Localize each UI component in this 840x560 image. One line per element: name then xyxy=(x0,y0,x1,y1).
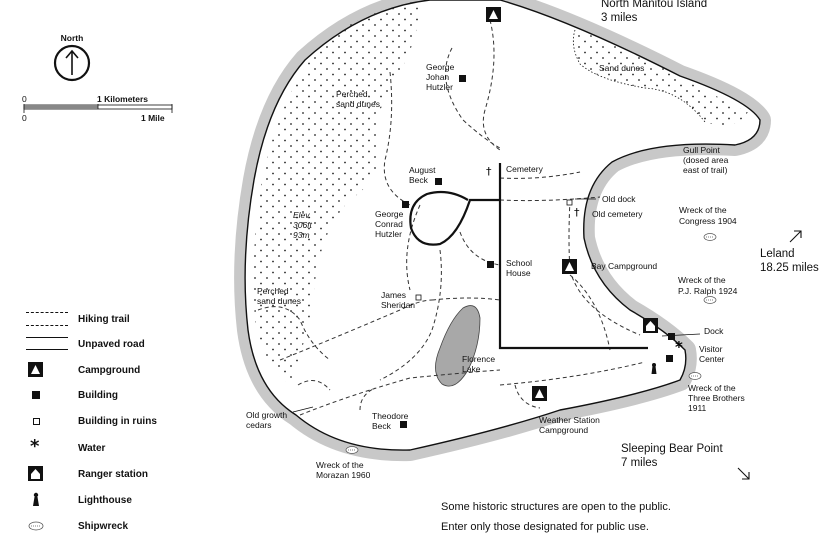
dock-label: Dock xyxy=(704,326,724,336)
legend-label: Building in ruins xyxy=(78,415,157,427)
legend-label: Unpaved road xyxy=(78,338,145,350)
legend-shipwreck: Shipwreck xyxy=(26,517,128,535)
legend-building-ruins: Building in ruins xyxy=(26,412,157,430)
building-icon xyxy=(668,333,675,340)
legend-unpaved-road: Unpaved road xyxy=(26,335,145,353)
public-notice-line-2: Enter only those designated for public u… xyxy=(441,521,649,533)
legend-water: * Water xyxy=(26,436,106,457)
scale-mi-label: 1 Mile xyxy=(141,113,165,123)
legend-label: Campground xyxy=(78,364,141,376)
legend-label: Shipwreck xyxy=(78,520,129,532)
leland-arrow-icon xyxy=(789,230,802,243)
legend-hiking-trail: Hiking trail xyxy=(26,310,130,328)
building-ruins-icon xyxy=(33,418,40,425)
legend-ranger-station: Ranger station xyxy=(26,465,148,483)
legend-label: Lighthouse xyxy=(78,494,132,506)
legend-lighthouse: Lighthouse xyxy=(26,491,132,509)
north-label: North xyxy=(61,33,84,43)
building-icon xyxy=(666,355,673,362)
shipwreck-icon xyxy=(703,233,717,241)
campground-icon xyxy=(486,7,501,22)
legend-label: Water xyxy=(78,442,106,454)
sand-dunes-label: Sand dunes xyxy=(599,63,644,73)
cemetery-cross-icon: † xyxy=(486,165,492,178)
bay-campground-label: Bay Campground xyxy=(591,261,657,271)
cemetery-cross-icon: † xyxy=(574,206,580,219)
building-icon xyxy=(487,261,494,268)
lighthouse-icon xyxy=(33,492,39,506)
building-icon xyxy=(435,178,442,185)
campground-icon xyxy=(28,362,43,377)
dunes-northeast xyxy=(573,30,748,126)
cemetery-label: Cemetery xyxy=(506,164,544,174)
shipwreck-icon xyxy=(703,296,717,304)
legend-label: Ranger station xyxy=(78,468,149,480)
building-icon xyxy=(459,75,466,82)
leader-line xyxy=(661,333,701,337)
hiking-trail-symbol xyxy=(26,310,70,328)
lighthouse-icon xyxy=(651,363,657,374)
building-icon xyxy=(402,201,409,208)
ranger-station-icon xyxy=(28,466,43,481)
building-icon xyxy=(32,391,40,399)
sleeping-bear-arrow-icon xyxy=(737,467,750,480)
water-icon: * xyxy=(675,338,683,356)
building-ruins-icon xyxy=(415,294,422,301)
dunes-west xyxy=(253,0,420,385)
scale-km-label: 1 Kilometers xyxy=(97,94,148,104)
leader-line xyxy=(292,406,314,413)
shipwreck-icon xyxy=(688,372,702,380)
legend-building: Building xyxy=(26,386,118,404)
building-ruins-icon xyxy=(566,199,573,206)
unpaved-road-symbol xyxy=(26,335,70,353)
scale-bar xyxy=(23,104,173,113)
north-arrow-icon xyxy=(53,44,91,82)
campground-icon xyxy=(562,259,577,274)
campground-icon xyxy=(532,386,547,401)
unpaved-roads xyxy=(409,163,648,350)
florence-lake xyxy=(435,305,481,387)
old-dock-label: Old dock xyxy=(602,194,636,204)
legend-label: Hiking trail xyxy=(78,313,130,325)
old-cemetery-label: Old cemetery xyxy=(592,209,643,219)
water-icon: * xyxy=(30,436,40,457)
dunes-border xyxy=(572,29,706,123)
scale-km-zero: 0 xyxy=(22,94,27,104)
shipwreck-icon xyxy=(28,521,44,531)
scale-mi-zero: 0 xyxy=(22,113,27,123)
ranger-station-icon xyxy=(643,318,658,333)
building-icon xyxy=(400,421,407,428)
public-notice-line-1: Some historic structures are open to the… xyxy=(441,501,671,513)
legend-campground: Campground xyxy=(26,361,140,379)
legend-label: Building xyxy=(78,389,118,401)
shipwreck-icon xyxy=(345,446,359,454)
